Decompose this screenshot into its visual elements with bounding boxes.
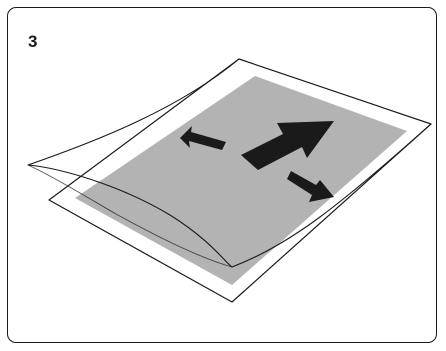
small-arrow-right-icon xyxy=(287,171,334,202)
step-number: 3 xyxy=(28,32,38,51)
small-arrow-left-icon xyxy=(180,126,226,150)
film-curl-line xyxy=(27,164,233,268)
peeled-film-sheet xyxy=(27,58,432,268)
big-arrow-up-right-icon xyxy=(241,121,334,170)
